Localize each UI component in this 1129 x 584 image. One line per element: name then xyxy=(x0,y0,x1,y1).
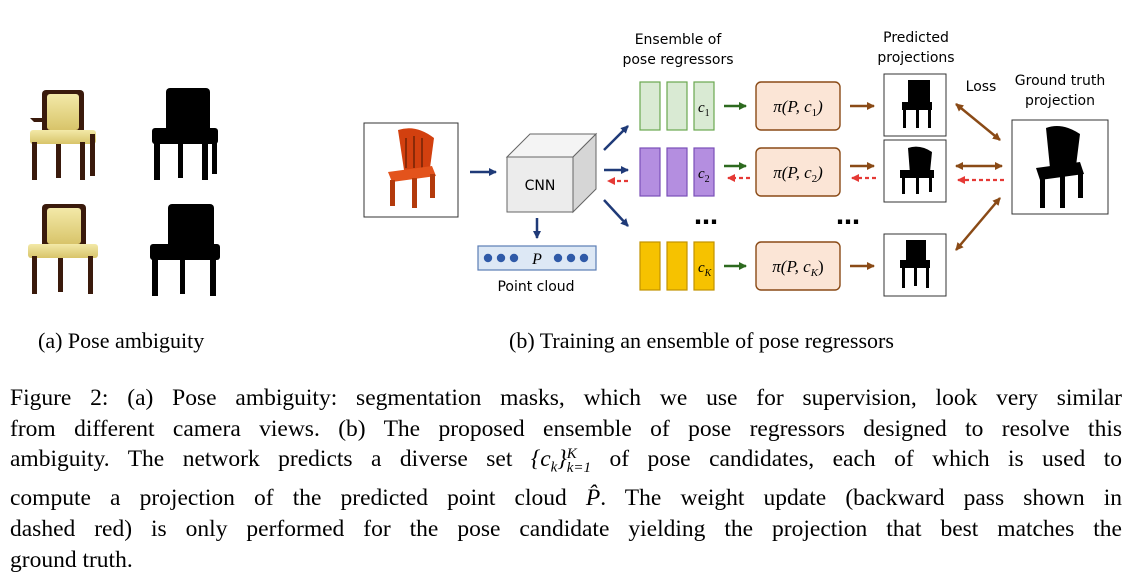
ensemble-label-line1: Ensemble of xyxy=(635,32,723,48)
colored-chair-top xyxy=(30,90,96,180)
regressor-row-k: cK π(P, cK) xyxy=(639,233,947,297)
colored-chair-bottom xyxy=(28,204,98,294)
arrow-cnn-to-regressor-k xyxy=(603,199,629,227)
regressor-2-c: c2 xyxy=(698,166,710,185)
predicted-projection-2-icon xyxy=(900,146,934,194)
caption-line-6: ground truth. xyxy=(10,546,133,573)
regressor-k-c: cK xyxy=(698,260,713,279)
subcaption-a: (a) Pose ambiguity xyxy=(38,328,205,353)
figure-caption: Figure 2: (a) Pose ambiguity: segmentati… xyxy=(10,383,1122,575)
predicted-projection-k-icon xyxy=(900,240,930,288)
predicted-label-line1: Predicted xyxy=(883,30,949,46)
silhouette-chair-top xyxy=(152,88,218,180)
predicted-label-line2: projections xyxy=(877,50,954,66)
proj-1-formula: π(P, c1) xyxy=(773,97,823,119)
gt-label-line2: projection xyxy=(1025,93,1095,109)
caption-line-5: dashed red) is only performed for the po… xyxy=(10,516,1122,543)
caption-line-1: Figure 2: (a) Pose ambiguity: segmentati… xyxy=(10,385,1122,411)
orange-chair-icon xyxy=(388,128,436,208)
gt-chair-icon xyxy=(1036,126,1084,208)
loss-arrow-k xyxy=(955,197,1001,251)
regressor-1-c: c1 xyxy=(698,100,710,119)
loss-arrow-1 xyxy=(955,103,1001,141)
ellipsis-projections: … xyxy=(836,202,860,230)
cnn-label: CNN xyxy=(525,178,556,194)
cnn-block: CNN xyxy=(505,132,598,214)
ellipsis-regressors: … xyxy=(694,202,718,230)
caption-line-3: ambiguity. The network predicts a divers… xyxy=(10,445,1122,476)
regressor-row-1: c1 π(P, c1) xyxy=(639,73,947,137)
caption-math-set: {ck} xyxy=(530,446,567,476)
silhouette-chair-bottom xyxy=(150,204,220,296)
point-cloud-symbol: P xyxy=(531,251,542,268)
input-image xyxy=(363,122,459,218)
gt-label-line1: Ground truth xyxy=(1015,73,1105,89)
ensemble-label-line2: pose regressors xyxy=(622,52,733,68)
caption-line-4: compute a projection of the predicted po… xyxy=(10,485,1122,512)
proj-k-formula: π(P, cK) xyxy=(772,257,823,279)
proj-2-formula: π(P, c2) xyxy=(773,163,823,185)
regressor-row-2: c2 π(P, c2) xyxy=(639,139,947,203)
point-cloud-box: P xyxy=(477,245,597,271)
arrow-cnn-to-regressor-1 xyxy=(603,125,629,151)
caption-line-2: from different camera views. (b) The pro… xyxy=(10,415,1122,442)
subcaption-b: (b) Training an ensemble of pose regress… xyxy=(509,328,894,353)
ground-truth-projection xyxy=(1011,119,1109,215)
point-cloud-label: Point cloud xyxy=(497,279,574,295)
predicted-projection-1-icon xyxy=(902,80,932,128)
loss-label: Loss xyxy=(966,79,997,95)
